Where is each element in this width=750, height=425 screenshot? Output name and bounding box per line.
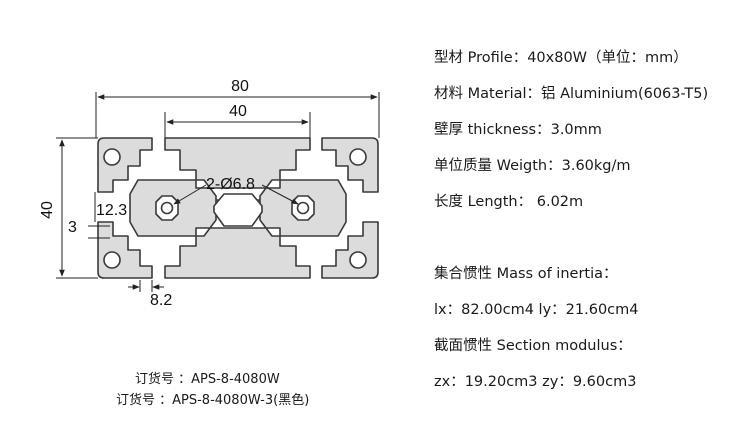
spec-length: 长度 Length： 6.02m (434, 194, 584, 210)
dim-hole-label: 2-Ø6.8 (206, 176, 255, 193)
profile-cross-section (97, 137, 379, 279)
order-number-standard: 订货号 ：APS-8-4080W (135, 372, 280, 387)
dim-slot-width-label: 8.2 (150, 292, 172, 309)
dimension-lines (56, 92, 380, 292)
order-number-black: 订货号 ：APS-8-4080W-3(黑色) (116, 393, 310, 408)
spec-mass-of-inertia: 集合惯性 Mass of inertia： (434, 266, 618, 282)
spec-modulus-values: zx：19.20cm3 zy：9.60cm3 (434, 374, 637, 390)
profile-drawing: 80 40 40 2-Ø6.8 12.3 3 8.2 (39, 78, 380, 309)
dim-slot-depth-label: 12.3 (96, 202, 127, 219)
dim-height-label: 40 (39, 201, 56, 219)
dim-width-label: 80 (231, 78, 249, 95)
spec-thickness: 壁厚 thickness：3.0mm (434, 122, 602, 138)
dim-inner-width-label: 40 (229, 103, 247, 120)
spec-inertia-values: lx：82.00cm4 ly：21.60cm4 (434, 302, 639, 318)
dim-wall-label: 3 (68, 219, 77, 236)
spec-profile: 型材 Profile：40x80W（单位：mm） (434, 50, 688, 66)
spec-section-modulus: 截面惯性 Section modulus： (434, 338, 632, 354)
spec-material: 材料 Material：铝 Aluminium(6063-T5) (434, 86, 709, 102)
spec-weight: 单位质量 Weigth：3.60kg/m (434, 158, 631, 174)
